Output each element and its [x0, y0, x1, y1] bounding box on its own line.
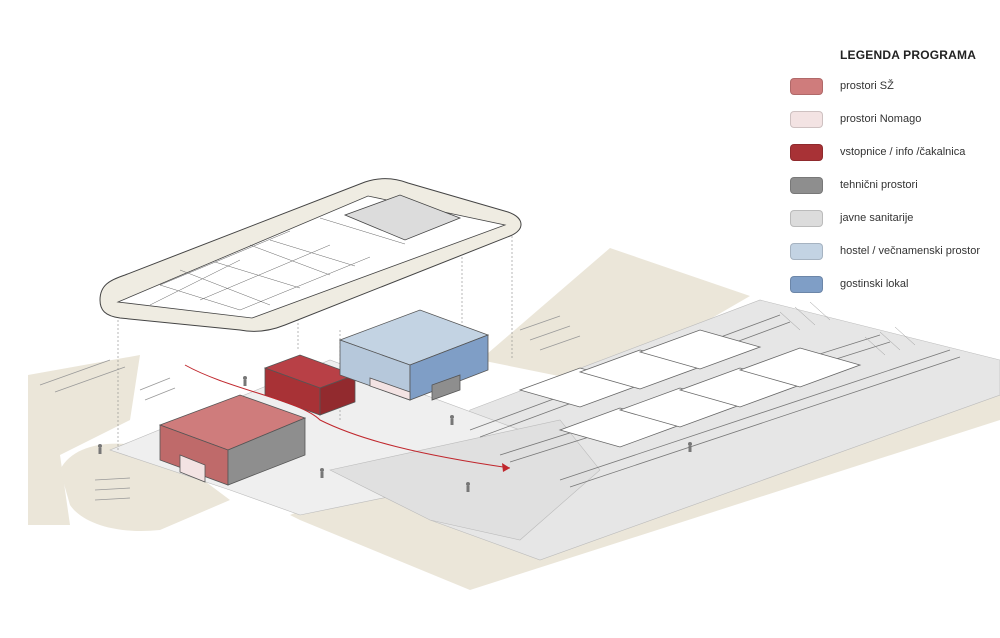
legend-swatch — [790, 78, 823, 95]
building-hostel-technical — [431, 374, 461, 401]
legend-label: tehnični prostori — [840, 179, 918, 191]
building-sz-right — [227, 417, 306, 486]
legend-title: LEGENDA PROGRAMA — [840, 48, 977, 62]
floating-roof — [99, 178, 522, 332]
legend-swatch — [790, 111, 823, 128]
roof-courtyard — [343, 194, 462, 241]
legend-item: gostinski lokal — [790, 276, 990, 296]
legend-item: prostori SŽ — [790, 78, 990, 98]
building-hostel-nomago — [369, 377, 411, 401]
ground-area-southwest — [60, 443, 230, 531]
people — [98, 376, 692, 492]
legend-swatch — [790, 210, 823, 227]
parking-lines — [39, 315, 581, 501]
platform-canopies — [518, 329, 862, 448]
roof-structure — [149, 217, 406, 311]
legend-swatch — [790, 177, 823, 194]
building-sz-nomago — [179, 454, 206, 483]
legend-swatch — [790, 243, 823, 260]
legend-item: javne sanitarije — [790, 210, 990, 230]
legend-label: hostel / večnamenski prostor — [840, 245, 981, 257]
canopy — [738, 347, 862, 388]
ground-area-west — [28, 355, 140, 525]
legend-swatch — [790, 276, 823, 293]
legend-item: vstopnice / info /čakalnica — [790, 144, 990, 164]
legend-label: vstopnice / info /čakalnica — [840, 146, 966, 158]
building-hostel — [338, 309, 490, 401]
building-ticketing — [263, 354, 357, 416]
legend-item: hostel / večnamenski prostor — [790, 243, 990, 263]
building-hostel-right — [409, 334, 489, 401]
legend-item: prostori Nomago — [790, 111, 990, 131]
route-arrow — [184, 364, 511, 469]
legend-item: tehnični prostori — [790, 177, 990, 197]
route-arrow-head — [502, 463, 510, 472]
legend-label: javne sanitarije — [840, 212, 914, 224]
canopy — [638, 329, 762, 370]
legend-swatch — [790, 144, 823, 161]
legend-label: gostinski lokal — [840, 278, 909, 290]
building-sz — [158, 394, 307, 486]
ground-area-northeast — [480, 248, 750, 384]
legend-label: prostori SŽ — [840, 80, 894, 92]
access-road — [329, 419, 601, 541]
building-ticketing-right — [319, 374, 356, 416]
legend-label: prostori Nomago — [840, 113, 922, 125]
